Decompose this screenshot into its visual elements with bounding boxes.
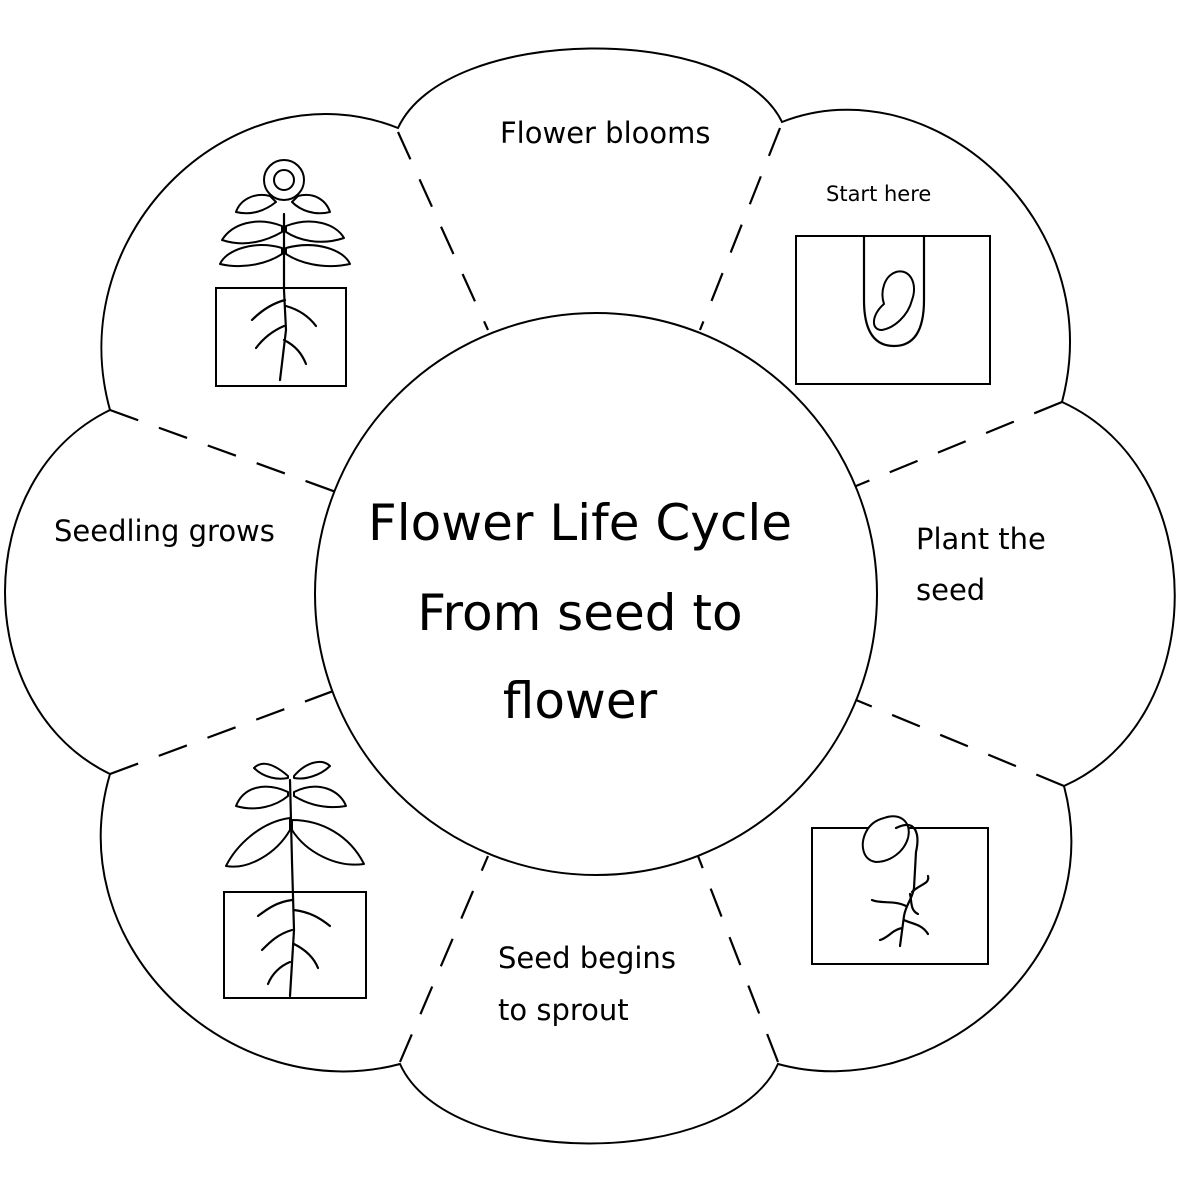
sprouting-seed-icon bbox=[812, 816, 988, 964]
diagram-title-line-2: From seed to bbox=[417, 584, 742, 642]
stage-label-plant-the-seed-line-2: seed bbox=[916, 573, 985, 607]
diagram-title-line-1: Flower Life Cycle bbox=[368, 494, 792, 552]
divider-top-left bbox=[398, 132, 488, 330]
divider-right-upper bbox=[856, 402, 1062, 486]
divider-top-right bbox=[700, 128, 780, 330]
divider-bottom-right bbox=[698, 856, 778, 1062]
seed-in-soil-icon bbox=[796, 236, 990, 384]
diagram-title-line-3: flower bbox=[503, 672, 658, 730]
stage-label-seed-sprouts-line-2: to sprout bbox=[498, 993, 629, 1027]
stage-label-plant-the-seed-line-1: Plant the bbox=[916, 522, 1046, 556]
seedling-icon bbox=[224, 762, 366, 998]
stage-label-seedling-grows: Seedling grows bbox=[54, 514, 275, 548]
divider-right-lower bbox=[856, 700, 1064, 786]
divider-left-upper bbox=[110, 410, 336, 492]
start-here-note: Start here bbox=[826, 182, 931, 206]
divider-left-lower bbox=[110, 690, 336, 774]
divider-bottom-left bbox=[400, 856, 488, 1062]
stage-label-flower-blooms: Flower blooms bbox=[500, 116, 711, 150]
flowering-plant-icon bbox=[216, 160, 350, 386]
stage-label-seed-sprouts-line-1: Seed begins bbox=[498, 941, 676, 975]
